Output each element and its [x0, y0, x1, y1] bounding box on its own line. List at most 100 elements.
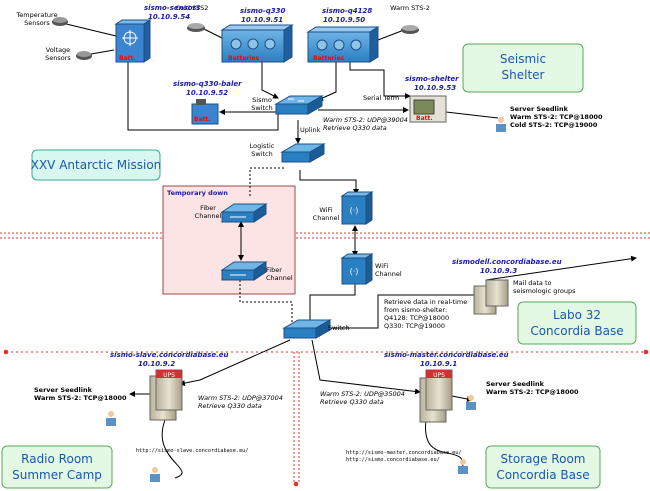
boundary-lines	[0, 232, 650, 487]
svg-text:sismo-shelter: sismo-shelter	[405, 75, 459, 83]
slave-seedlink-user: Server Seedlink Warm STS-2: TCP@18000	[34, 386, 127, 426]
sismo-shelter-device: sismo-shelter 10.10.9.53 Batt.	[405, 75, 459, 123]
svg-text:Switch: Switch	[328, 324, 350, 332]
master-web-user	[458, 459, 468, 474]
svg-text:(·): (·)	[350, 206, 359, 215]
svg-text:Voltage: Voltage	[46, 46, 70, 54]
master-note-2: Retrieve Q330 data	[320, 398, 384, 406]
svg-text:Cold STS-2: TCP@19000: Cold STS-2: TCP@19000	[510, 121, 598, 129]
radio-room-box: Radio Room Summer Camp	[1, 445, 113, 489]
sismodell-server: sismodell.concordiabase.eu 10.10.9.3 Mai…	[452, 258, 576, 315]
temperature-sensor: Temperature Sensors	[15, 11, 68, 27]
svg-text:10.10.9.1: 10.10.9.1	[420, 360, 457, 368]
radio-room-line2: Summer Camp	[12, 468, 102, 482]
svg-text:WiFi: WiFi	[375, 262, 388, 270]
svg-text:UPS: UPS	[163, 372, 175, 379]
svg-text:Q330: TCP@19000: Q330: TCP@19000	[384, 322, 445, 330]
svg-text:from sismo-shelter:: from sismo-shelter:	[384, 306, 447, 314]
slave-url: http://sismo-slave.concordiabase.eu/	[136, 448, 248, 454]
voltage-sensor: Voltage Sensors	[45, 46, 92, 62]
svg-text:Server Seedlink: Server Seedlink	[510, 105, 569, 113]
svg-text:Warm STS-2: TCP@18000: Warm STS-2: TCP@18000	[34, 394, 127, 402]
svg-text:sismo-q4128: sismo-q4128	[322, 7, 372, 15]
svg-text:10.10.9.3: 10.10.9.3	[480, 267, 517, 275]
slave-web-user	[150, 467, 160, 482]
svg-text:(·): (·)	[350, 267, 359, 276]
svg-text:Batt.: Batt.	[119, 55, 136, 62]
svg-text:Cold STS2: Cold STS2	[176, 4, 209, 12]
svg-text:Warm STS-2: Warm STS-2	[390, 4, 430, 12]
realtime-note: Retrieve data in real-time from sismo-sh…	[384, 298, 467, 330]
svg-text:sismo-master.concordiabase.eu: sismo-master.concordiabase.eu	[384, 351, 509, 359]
svg-text:Sensors: Sensors	[24, 19, 50, 27]
svg-text:10.10.9.52: 10.10.9.52	[186, 89, 228, 97]
svg-text:10.10.9.2: 10.10.9.2	[138, 360, 175, 368]
svg-text:Sensors: Sensors	[45, 54, 71, 62]
svg-text:sismo-q330-baler: sismo-q330-baler	[173, 80, 242, 88]
svg-text:Uplink: Uplink	[300, 126, 321, 134]
wifi-channel-2: (·) WiFi Channel	[340, 253, 402, 285]
svg-text:Switch: Switch	[251, 150, 273, 158]
sismo-q4128-device: sismo-q4128 10.10.9.50 Batteries	[306, 7, 380, 63]
fiber-channel-1: Fiber Channel	[195, 203, 268, 223]
storage-room-box: Storage Room Concordia Base	[485, 445, 601, 489]
storage-room-line2: Concordia Base	[496, 468, 589, 482]
warm-sts2-sensor: Warm STS-2	[390, 4, 430, 34]
shelter-note-1: Warm STS-2: UDP@39004	[323, 116, 408, 124]
svg-text:Channel: Channel	[195, 212, 222, 220]
slave-note-2: Retrieve Q330 data	[198, 402, 262, 410]
master-note-1: Warm STS-2: UDP@35004	[320, 390, 405, 398]
svg-text:Fiber: Fiber	[266, 266, 282, 274]
concordia-switch: Switch	[282, 319, 350, 339]
svg-text:Batteries: Batteries	[228, 55, 260, 62]
svg-text:UPS: UPS	[433, 372, 445, 379]
svg-text:Warm STS-2: TCP@18000: Warm STS-2: TCP@18000	[486, 388, 579, 396]
svg-text:Batt.: Batt.	[416, 115, 433, 122]
svg-text:Logistic: Logistic	[250, 142, 275, 150]
sismo-slave-server: sismo-slave.concordiabase.eu 10.10.9.2 U…	[110, 351, 229, 421]
slave-note-1: Warm STS-2: UDP@37004	[198, 394, 283, 402]
svg-text:sismo-sensors: sismo-sensors	[144, 4, 200, 12]
svg-text:Sismo: Sismo	[252, 96, 272, 104]
svg-text:10.10.9.50: 10.10.9.50	[323, 16, 365, 24]
svg-text:Warm STS-2: TCP@18000: Warm STS-2: TCP@18000	[510, 113, 603, 121]
svg-text:Channel: Channel	[313, 214, 340, 222]
labo32-line2: Concordia Base	[530, 324, 623, 338]
antarctic-mission-box: XXV Antarctic Mission	[31, 149, 162, 181]
radio-room-line1: Radio Room	[21, 452, 93, 466]
svg-text:Batteries: Batteries	[313, 55, 345, 62]
seismic-shelter-line2: Shelter	[502, 68, 545, 82]
svg-text:10.10.9.51: 10.10.9.51	[241, 16, 283, 24]
shelter-seedlink-user: Server Seedlink Warm STS-2: TCP@18000 Co…	[496, 105, 603, 132]
seismic-shelter-box: Seismic Shelter	[462, 43, 584, 93]
svg-text:sismo-slave.concordiabase.eu: sismo-slave.concordiabase.eu	[110, 351, 229, 359]
antarctic-mission-label: XXV Antarctic Mission	[31, 158, 162, 172]
labo32-line1: Labo 32	[553, 308, 601, 322]
svg-text:Channel: Channel	[266, 274, 293, 282]
seismic-shelter-line1: Seismic	[500, 52, 546, 66]
svg-text:Fiber: Fiber	[200, 204, 216, 212]
svg-text:10.10.9.53: 10.10.9.53	[414, 84, 456, 92]
shelter-note-2: Retrieve Q330 data	[323, 124, 387, 132]
svg-text:Mail data to: Mail data to	[513, 279, 552, 287]
svg-text:Q4128: TCP@18000: Q4128: TCP@18000	[384, 314, 449, 322]
sismo-switch: Sismo Switch Uplink	[251, 95, 324, 134]
master-url-2: http://sismo.concordiabase.eu/	[346, 457, 440, 463]
serial-term-label: Serial Term	[363, 94, 399, 102]
svg-text:WiFi: WiFi	[319, 206, 332, 214]
labo32-box: Labo 32 Concordia Base	[517, 301, 637, 345]
svg-text:Server Seedlink: Server Seedlink	[486, 380, 545, 388]
wifi-channel-1: (·) WiFi Channel	[313, 191, 374, 225]
sismo-master-server: sismo-master.concordiabase.eu 10.10.9.1 …	[384, 351, 509, 423]
svg-text:seismologic groups: seismologic groups	[513, 287, 576, 295]
logistic-switch: Logistic Switch	[250, 142, 326, 163]
svg-text:Batt.: Batt.	[194, 116, 211, 123]
sismo-sensors-device: sismo-sensors 10.10.9.54 Batt.	[114, 4, 200, 63]
svg-text:Switch: Switch	[251, 104, 273, 112]
master-url-1: http://sismo-master.concordiabase.eu/	[346, 450, 462, 456]
svg-text:Channel: Channel	[375, 270, 402, 278]
sismo-q330-baler-device: sismo-q330-baler 10.10.9.52 Batt.	[173, 80, 242, 125]
svg-text:Retrieve data in real-time: Retrieve data in real-time	[384, 298, 467, 306]
svg-text:sismo-q330: sismo-q330	[240, 7, 285, 15]
